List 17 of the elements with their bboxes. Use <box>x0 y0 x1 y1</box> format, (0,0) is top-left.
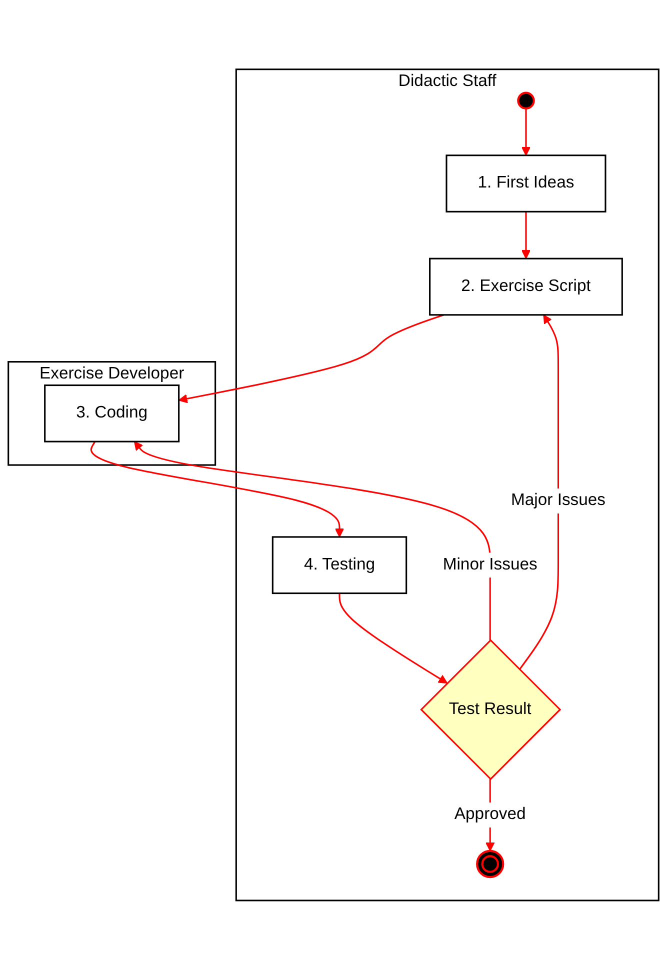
arrow <box>521 211 531 259</box>
node-box: 4. Testing <box>272 536 408 594</box>
arrow <box>521 108 531 156</box>
edge-label: Approved <box>454 805 526 823</box>
node-diamond: Test Result <box>420 638 562 780</box>
node-box: 3. Coding <box>44 384 180 442</box>
node-circle <box>517 91 535 110</box>
arrow <box>134 440 491 640</box>
arrow <box>90 440 344 537</box>
node-box: 2. Exercise Script <box>429 257 623 316</box>
node-box: 1. First Ideas <box>446 154 606 212</box>
arrow <box>178 314 444 403</box>
edge-label: Major Issues <box>510 491 606 509</box>
arrow <box>338 592 448 684</box>
edge-label: Minor Issues <box>442 555 538 574</box>
node-circle <box>476 850 504 878</box>
arrow <box>518 314 560 670</box>
